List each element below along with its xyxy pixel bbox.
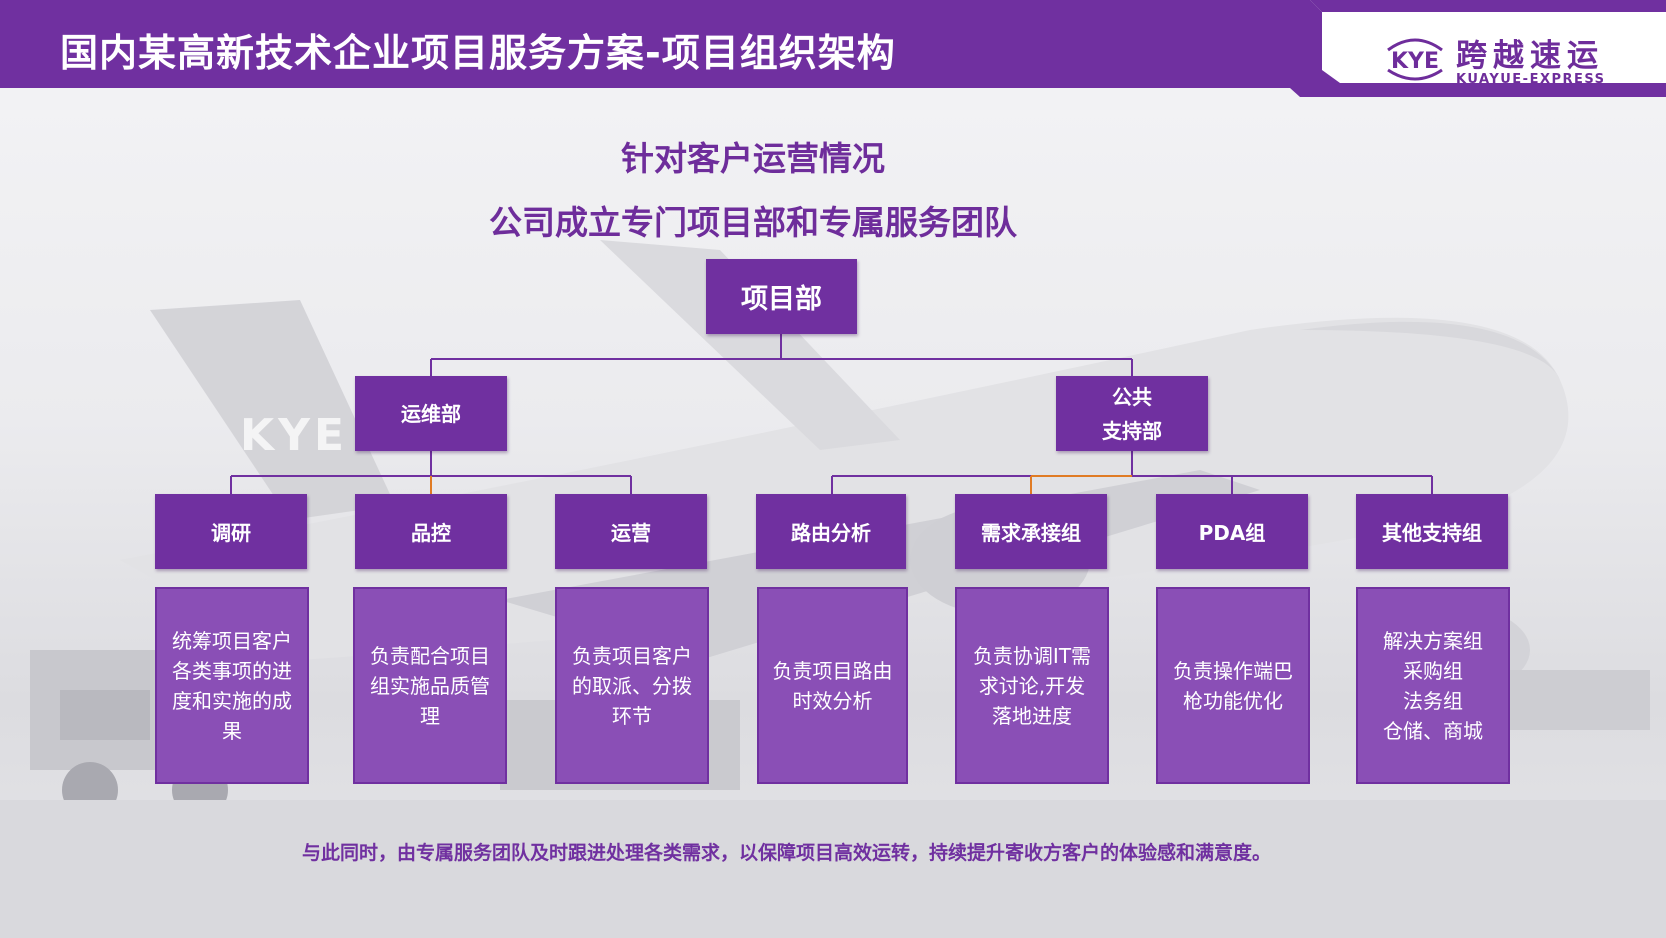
team-quality-control-desc: 负责配合项目组实施品质管理 — [353, 587, 507, 784]
team-route-analysis-desc: 负责项目路由时效分析 — [757, 587, 908, 784]
team-other-support-desc-line: 仓储、商城 — [1383, 718, 1483, 743]
team-other-support-desc-line: 法务组 — [1403, 688, 1463, 713]
org-root-project-dept: 项目部 — [706, 259, 857, 334]
subtitle-line-1: 针对客户运营情况 — [621, 139, 885, 178]
logo-name-cn: 跨越速运 — [1456, 38, 1604, 74]
team-quality-control: 品控 — [355, 494, 507, 569]
team-other-support-desc-line: 解决方案组 — [1383, 628, 1483, 653]
team-research-desc: 统筹项目客户各类事项的进度和实施的成果 — [155, 587, 309, 784]
team-route-analysis-desc-text: 负责项目路由时效分析 — [772, 658, 893, 713]
team-operations-desc-text: 负责项目客户的取派、分拨环节 — [572, 643, 692, 728]
dept-public-support-line-2: 支持部 — [1102, 418, 1162, 443]
team-quality-control-desc-text: 负责配合项目组实施品质管理 — [370, 643, 490, 728]
team-requirements-desc-text: 负责协调IT需求讨论,开发落地进度 — [972, 643, 1092, 728]
logo-name-en: KUAYUE-EXPRESS — [1456, 72, 1606, 87]
kye-watermark: KYE — [240, 410, 349, 461]
kye-logo-icon: KYE — [1387, 38, 1443, 81]
dept-ops-maintenance: 运维部 — [355, 376, 507, 451]
team-requirements-desc: 负责协调IT需求讨论,开发落地进度 — [955, 587, 1109, 784]
team-research-desc-text: 统筹项目客户各类事项的进度和实施的成果 — [172, 628, 292, 743]
team-other-support: 其他支持组 — [1356, 494, 1508, 569]
dept-public-support-line-1: 公共 — [1112, 384, 1152, 409]
dept-public-support: 公共 支持部 — [1056, 376, 1208, 451]
team-pda-desc: 负责操作端巴枪功能优化 — [1156, 587, 1310, 784]
footer-note: 与此同时，由专属服务团队及时跟进处理各类需求，以保障项目高效运转，持续提升寄收方… — [302, 842, 1272, 864]
subtitle-line-2: 公司成立专门项目部和专属服务团队 — [489, 203, 1017, 242]
team-research: 调研 — [155, 494, 307, 569]
team-operations-desc: 负责项目客户的取派、分拨环节 — [555, 587, 709, 784]
header-bar — [0, 0, 1666, 97]
team-other-support-desc-line: 采购组 — [1403, 658, 1463, 683]
team-route-analysis: 路由分析 — [756, 494, 906, 569]
team-operations: 运营 — [555, 494, 707, 569]
team-requirements: 需求承接组 — [955, 494, 1107, 569]
team-other-support-desc: 解决方案组 采购组 法务组 仓储、商城 — [1356, 587, 1510, 784]
team-pda: PDA组 — [1156, 494, 1308, 569]
team-pda-desc-text: 负责操作端巴枪功能优化 — [1173, 658, 1293, 713]
logo-mark-text: KYE — [1391, 49, 1439, 74]
kye-logo: KYE 跨越速运 KUAYUE-EXPRESS — [1380, 28, 1625, 88]
page-title: 国内某高新技术企业项目服务方案-项目组织架构 — [60, 31, 896, 75]
